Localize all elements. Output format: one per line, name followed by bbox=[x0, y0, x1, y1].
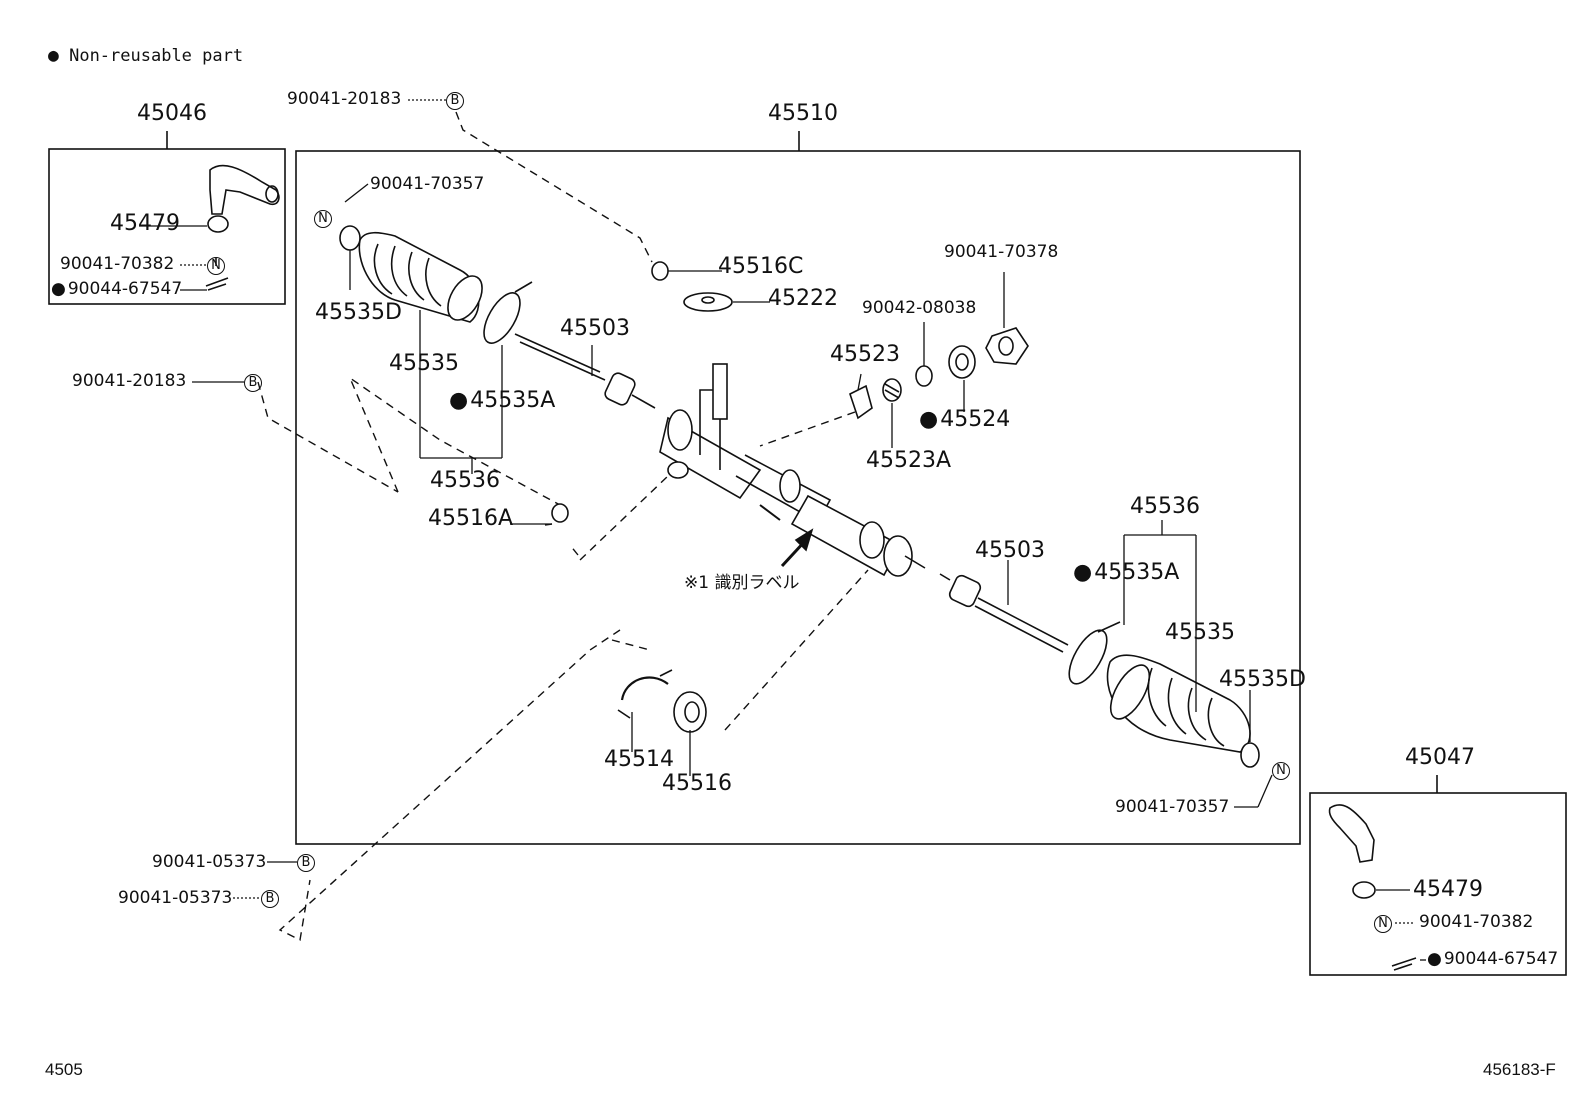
grommet-45516a-drawing bbox=[551, 503, 569, 523]
label-clip-right: 90041-70357 bbox=[1115, 797, 1230, 817]
left-band-drawing bbox=[483, 281, 533, 344]
label-boot-clamp-left: 45535D bbox=[315, 300, 402, 325]
cover-45222-hub bbox=[701, 296, 715, 304]
label-bushing: 45516 bbox=[662, 771, 732, 796]
bushing-45516-drawing bbox=[673, 691, 707, 733]
label-tie-rod-right: 45503 bbox=[975, 538, 1045, 563]
label-clip-left: 90041-70357 bbox=[370, 174, 485, 194]
right-boot-clip bbox=[1240, 742, 1260, 768]
footer-left-code: 4505 bbox=[45, 1060, 83, 1079]
label-spring: 45523A bbox=[866, 448, 952, 473]
right-band-drawing bbox=[1068, 621, 1121, 685]
legend: ● Non-reusable part bbox=[48, 47, 243, 65]
marker-b-bolt-2: B bbox=[261, 890, 279, 908]
right-tie-rod-drawing bbox=[939, 573, 1069, 653]
grommet-45516c-drawing bbox=[651, 261, 669, 281]
marker-n-right-box: N bbox=[1374, 915, 1392, 933]
label-yoke: 45523 bbox=[830, 342, 900, 367]
left-boot-clip bbox=[339, 225, 361, 251]
label-boot-left: 45535 bbox=[389, 351, 459, 376]
rack-housing-drawing bbox=[659, 363, 926, 577]
label-boot-clamp-right: 45535D bbox=[1219, 667, 1306, 692]
footer-right-code: 456183-F bbox=[1483, 1060, 1556, 1079]
main-assembly-frame bbox=[295, 150, 1301, 845]
label-assy-left-end: 45046 bbox=[137, 101, 207, 126]
right-boot-drawing bbox=[1106, 654, 1251, 753]
label-lock-nut: 90041-70378 bbox=[944, 242, 1059, 262]
label-grommet-c: 45516C bbox=[718, 254, 804, 279]
label-washer: 90042-08038 bbox=[862, 298, 977, 318]
label-band-right: 45535A bbox=[1073, 562, 1179, 584]
washer-drawing bbox=[915, 365, 933, 387]
bracket-45514-drawing bbox=[617, 669, 673, 719]
label-arrow bbox=[780, 528, 814, 568]
marker-n-clip-left: N bbox=[314, 210, 332, 228]
left-tie-rod-end-drawing bbox=[205, 164, 280, 291]
legend-marker: ● bbox=[48, 45, 59, 66]
label-tie-rod-left: 45503 bbox=[560, 316, 630, 341]
spring-drawing bbox=[882, 378, 902, 402]
marker-b-left: B bbox=[244, 374, 262, 392]
label-r-ring: 45479 bbox=[1413, 877, 1483, 902]
label-grommet-a: 45516A bbox=[428, 506, 514, 531]
marker-n-left-box: N bbox=[207, 257, 225, 275]
yoke-drawing bbox=[849, 384, 873, 420]
label-set-right: 45536 bbox=[1130, 494, 1200, 519]
marker-n-clip-right: N bbox=[1272, 762, 1290, 780]
label-l-pin: 90041-70382 bbox=[60, 254, 175, 274]
label-assy-right-end: 45047 bbox=[1405, 745, 1475, 770]
label-identification-note: ※1 識別ラベル bbox=[684, 573, 800, 593]
left-tie-rod-drawing bbox=[514, 333, 656, 409]
label-assy-main: 45510 bbox=[768, 101, 838, 126]
label-cover: 45222 bbox=[768, 286, 838, 311]
legend-text: Non-reusable part bbox=[69, 46, 244, 66]
label-r-pin: 90041-70382 bbox=[1419, 912, 1534, 932]
label-bracket: 45514 bbox=[604, 747, 674, 772]
label-l-cotter: 90044-67547 bbox=[51, 281, 182, 298]
lock-nut-drawing bbox=[985, 327, 1029, 365]
label-r-cotter: 90044-67547 bbox=[1427, 951, 1558, 968]
leader-45516a-line bbox=[544, 523, 553, 526]
plug-drawing bbox=[948, 345, 976, 379]
cover-45222-drawing bbox=[683, 292, 733, 312]
label-boot-right: 45535 bbox=[1165, 620, 1235, 645]
left-boot-drawing bbox=[358, 231, 483, 323]
right-tie-rod-end-drawing bbox=[1328, 804, 1417, 971]
marker-b-top: B bbox=[446, 92, 464, 110]
label-b-left: 90041-20183 bbox=[72, 371, 187, 391]
label-band-left: 45535A bbox=[449, 390, 555, 412]
label-bolt-1: 90041-05373 bbox=[152, 852, 267, 872]
marker-b-bolt-1: B bbox=[297, 854, 315, 872]
leader-lines bbox=[139, 99, 1426, 961]
label-l-ring: 45479 bbox=[110, 211, 180, 236]
label-b-top: 90041-20183 bbox=[287, 89, 402, 109]
label-plug: 45524 bbox=[919, 409, 1010, 431]
label-set-left: 45536 bbox=[430, 468, 500, 493]
right-tie-rod-end-frame bbox=[1309, 792, 1567, 976]
label-bolt-2: 90041-05373 bbox=[118, 888, 233, 908]
